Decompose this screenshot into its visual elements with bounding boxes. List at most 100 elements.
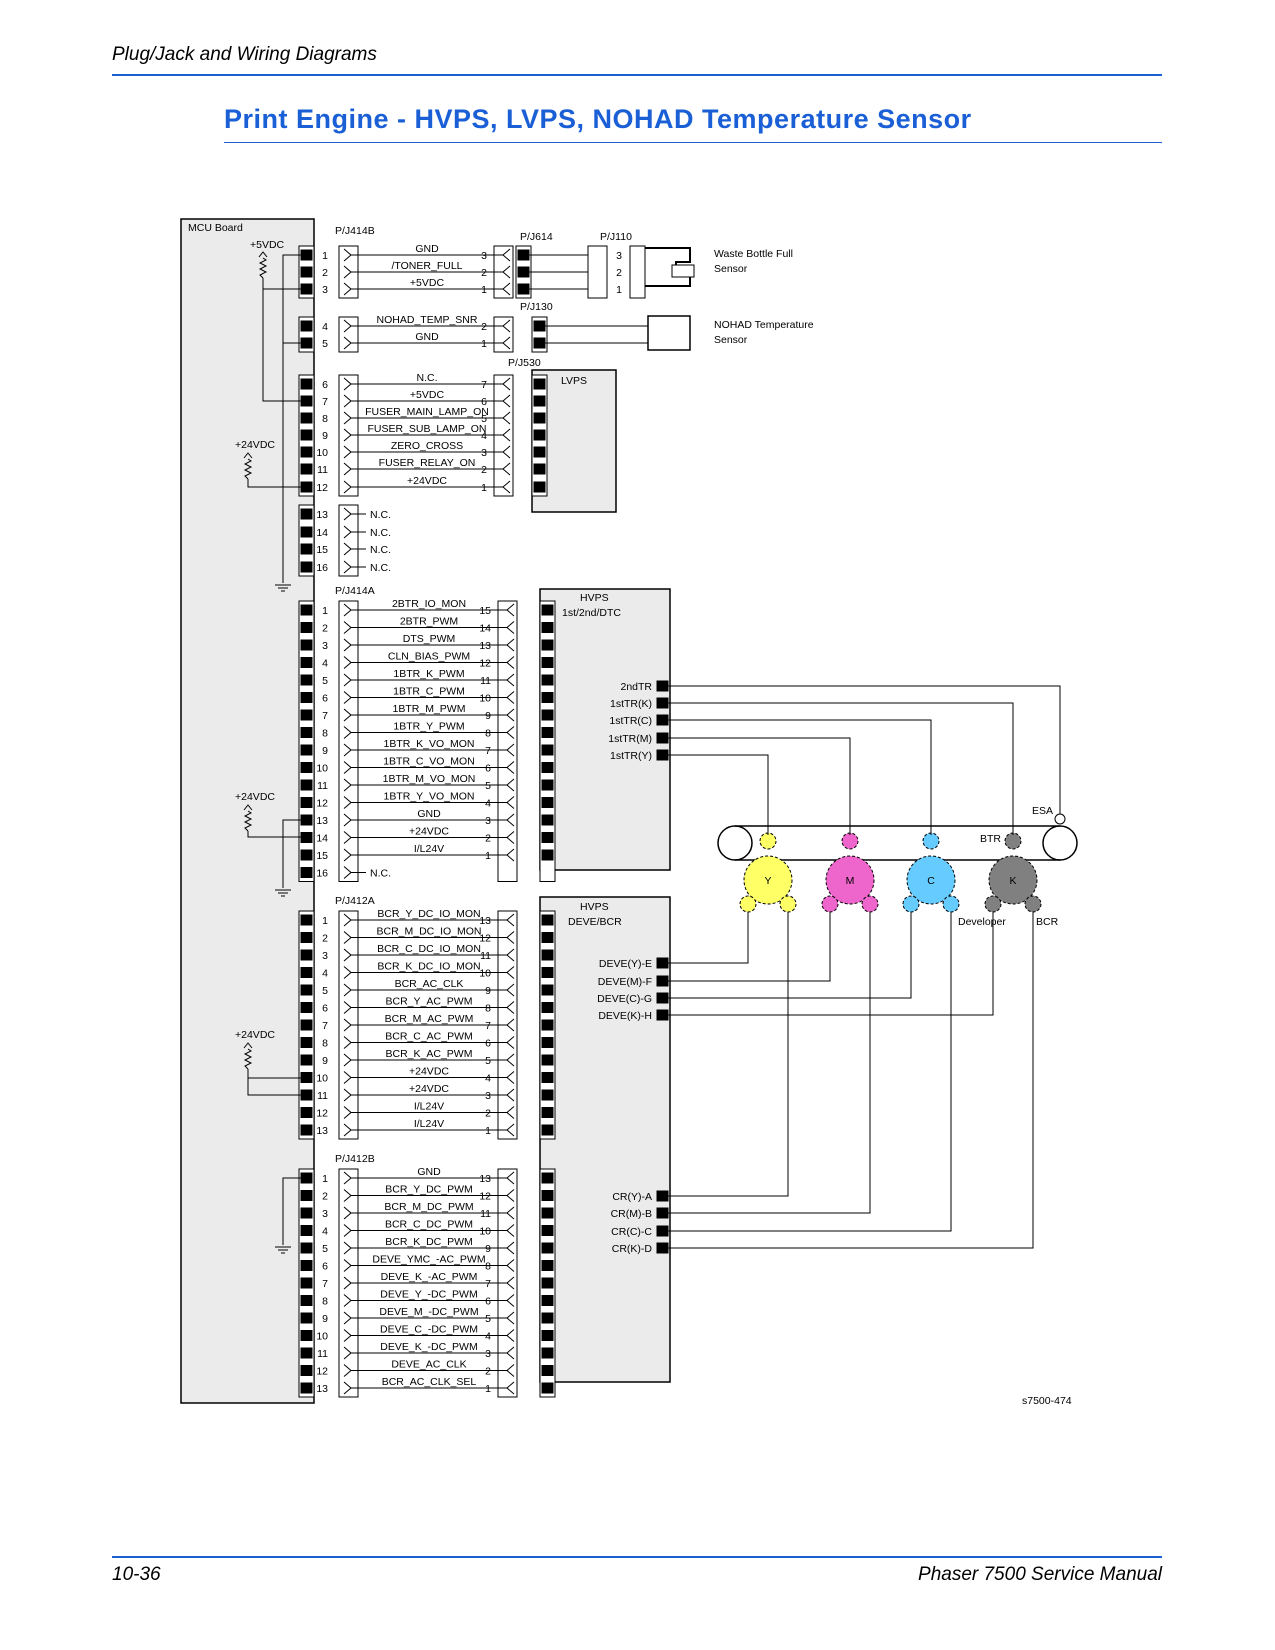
pin-contact xyxy=(541,1242,554,1254)
drum xyxy=(825,855,875,905)
output-label: DEVE(C)-G xyxy=(597,993,652,1005)
hvps1-label: HVPS xyxy=(580,592,609,604)
pin-number: 3 xyxy=(616,250,622,262)
far-pin-number: 7 xyxy=(485,1020,491,1032)
far-pin-number: 15 xyxy=(479,605,491,617)
output-label: 1stTR(M) xyxy=(608,733,652,745)
signal-label: BCR_C_DC_IO_MON xyxy=(377,943,481,955)
connector-label-pj110: P/J110 xyxy=(600,231,632,243)
pin-number: 9 xyxy=(322,1313,328,1325)
pin-number: 2 xyxy=(322,623,328,635)
output-pin xyxy=(656,732,669,744)
pin-contact xyxy=(541,674,554,686)
signal-label: 2BTR_PWM xyxy=(400,616,458,628)
pin-contact xyxy=(541,932,554,943)
pin-contact xyxy=(300,727,313,738)
wire-deve-k xyxy=(668,912,994,1016)
pin-contact xyxy=(300,526,313,538)
signal-label: NOHAD_TEMP_SNR xyxy=(377,314,478,326)
pin-contact xyxy=(300,320,313,332)
far-pin-number: 5 xyxy=(485,780,491,792)
pin-number: 4 xyxy=(322,1226,328,1238)
pin-contact xyxy=(300,446,313,458)
signal-label: BCR_K_AC_PWM xyxy=(386,1048,473,1060)
signal-label: BCR_C_AC_PWM xyxy=(385,1031,473,1043)
pin-number: 9 xyxy=(322,1055,328,1067)
pin-contact xyxy=(541,1207,554,1219)
signal-label: 1BTR_M_VO_MON xyxy=(383,773,476,785)
pin-number: 14 xyxy=(316,833,328,845)
bcr-roller xyxy=(779,895,797,913)
far-pin-number: 9 xyxy=(485,1243,491,1255)
title-rule xyxy=(224,142,1162,143)
signal-label: BCR_M_AC_PWM xyxy=(385,1013,474,1025)
bcr-roller xyxy=(1024,895,1042,913)
header-rule xyxy=(112,74,1162,76)
hvps2-label: DEVE/BCR xyxy=(568,916,622,928)
pin-contact xyxy=(541,914,554,926)
pin-contact xyxy=(300,744,313,756)
output-pin xyxy=(656,749,669,761)
signal-label: +24VDC xyxy=(409,826,449,838)
pin-contact xyxy=(541,744,554,756)
far-pin-number: 10 xyxy=(479,693,491,705)
jack-housing xyxy=(539,600,556,882)
pin-contact xyxy=(541,1277,554,1289)
pin-contact xyxy=(300,674,313,686)
pin-contact xyxy=(300,984,313,996)
pin-contact xyxy=(300,1089,313,1101)
footer-rule xyxy=(112,1556,1162,1558)
pin-number: 4 xyxy=(322,968,328,980)
far-pin-number: 1 xyxy=(485,850,491,862)
wire-deve-m xyxy=(668,912,831,982)
signal-label: 1BTR_C_VO_MON xyxy=(383,756,475,768)
pin-contact xyxy=(300,337,313,349)
pin-contact xyxy=(541,1072,554,1083)
far-pin-number: 11 xyxy=(480,950,491,962)
output-pin xyxy=(656,697,669,709)
pin-number: 12 xyxy=(316,482,328,494)
pin-number: 11 xyxy=(317,1348,328,1360)
far-pin-number: 11 xyxy=(480,675,491,687)
pin-contact xyxy=(541,849,554,861)
pin-number: 13 xyxy=(316,509,328,521)
drum-label: C xyxy=(927,875,935,887)
signal-label: BCR_C_DC_PWM xyxy=(385,1219,473,1231)
manual-name: Phaser 7500 Service Manual xyxy=(918,1564,1162,1585)
page-number: 10-36 xyxy=(112,1564,161,1585)
developer-label: Developer xyxy=(958,916,1006,928)
far-pin-number: 13 xyxy=(479,1173,491,1185)
plug-housing xyxy=(338,316,359,353)
wire-cr-c xyxy=(668,912,952,1232)
far-pin-number: 5 xyxy=(485,1055,491,1067)
plug-housing xyxy=(338,600,359,882)
pin-contact xyxy=(533,412,546,424)
pin-contact xyxy=(300,481,313,493)
waste-bottle-sensor-window xyxy=(671,264,695,278)
pin-contact xyxy=(541,1225,554,1236)
pin-number: 1 xyxy=(322,915,328,927)
pin-number: 11 xyxy=(317,780,328,792)
pin-number: 3 xyxy=(322,284,328,296)
pin-contact xyxy=(541,779,554,791)
pin-contact xyxy=(300,967,313,978)
far-pin-number: 10 xyxy=(479,968,491,980)
signal-label: DTS_PWM xyxy=(403,633,456,645)
pin-number: 6 xyxy=(322,1261,328,1273)
signal-label: GND xyxy=(417,808,441,820)
pin-contact xyxy=(541,692,554,703)
wire-1sttr-y xyxy=(668,754,769,835)
pin-contact xyxy=(300,1260,313,1271)
pin-number: 16 xyxy=(316,562,328,574)
pin-number: 5 xyxy=(322,675,328,687)
signal-label: N.C. xyxy=(370,527,391,539)
signal-label: 1BTR_Y_VO_MON xyxy=(383,791,474,803)
pin-number: 16 xyxy=(316,868,328,880)
far-pin-number: 2 xyxy=(481,267,487,279)
signal-label: +5VDC xyxy=(410,389,445,401)
pin-number: 8 xyxy=(322,1296,328,1308)
connector-label-pj412b: P/J412B xyxy=(335,1153,375,1165)
belt-roller-left xyxy=(717,825,753,861)
mcu-board-label: MCU Board xyxy=(188,222,243,234)
signal-label: BCR_AC_CLK_SEL xyxy=(382,1376,477,1388)
